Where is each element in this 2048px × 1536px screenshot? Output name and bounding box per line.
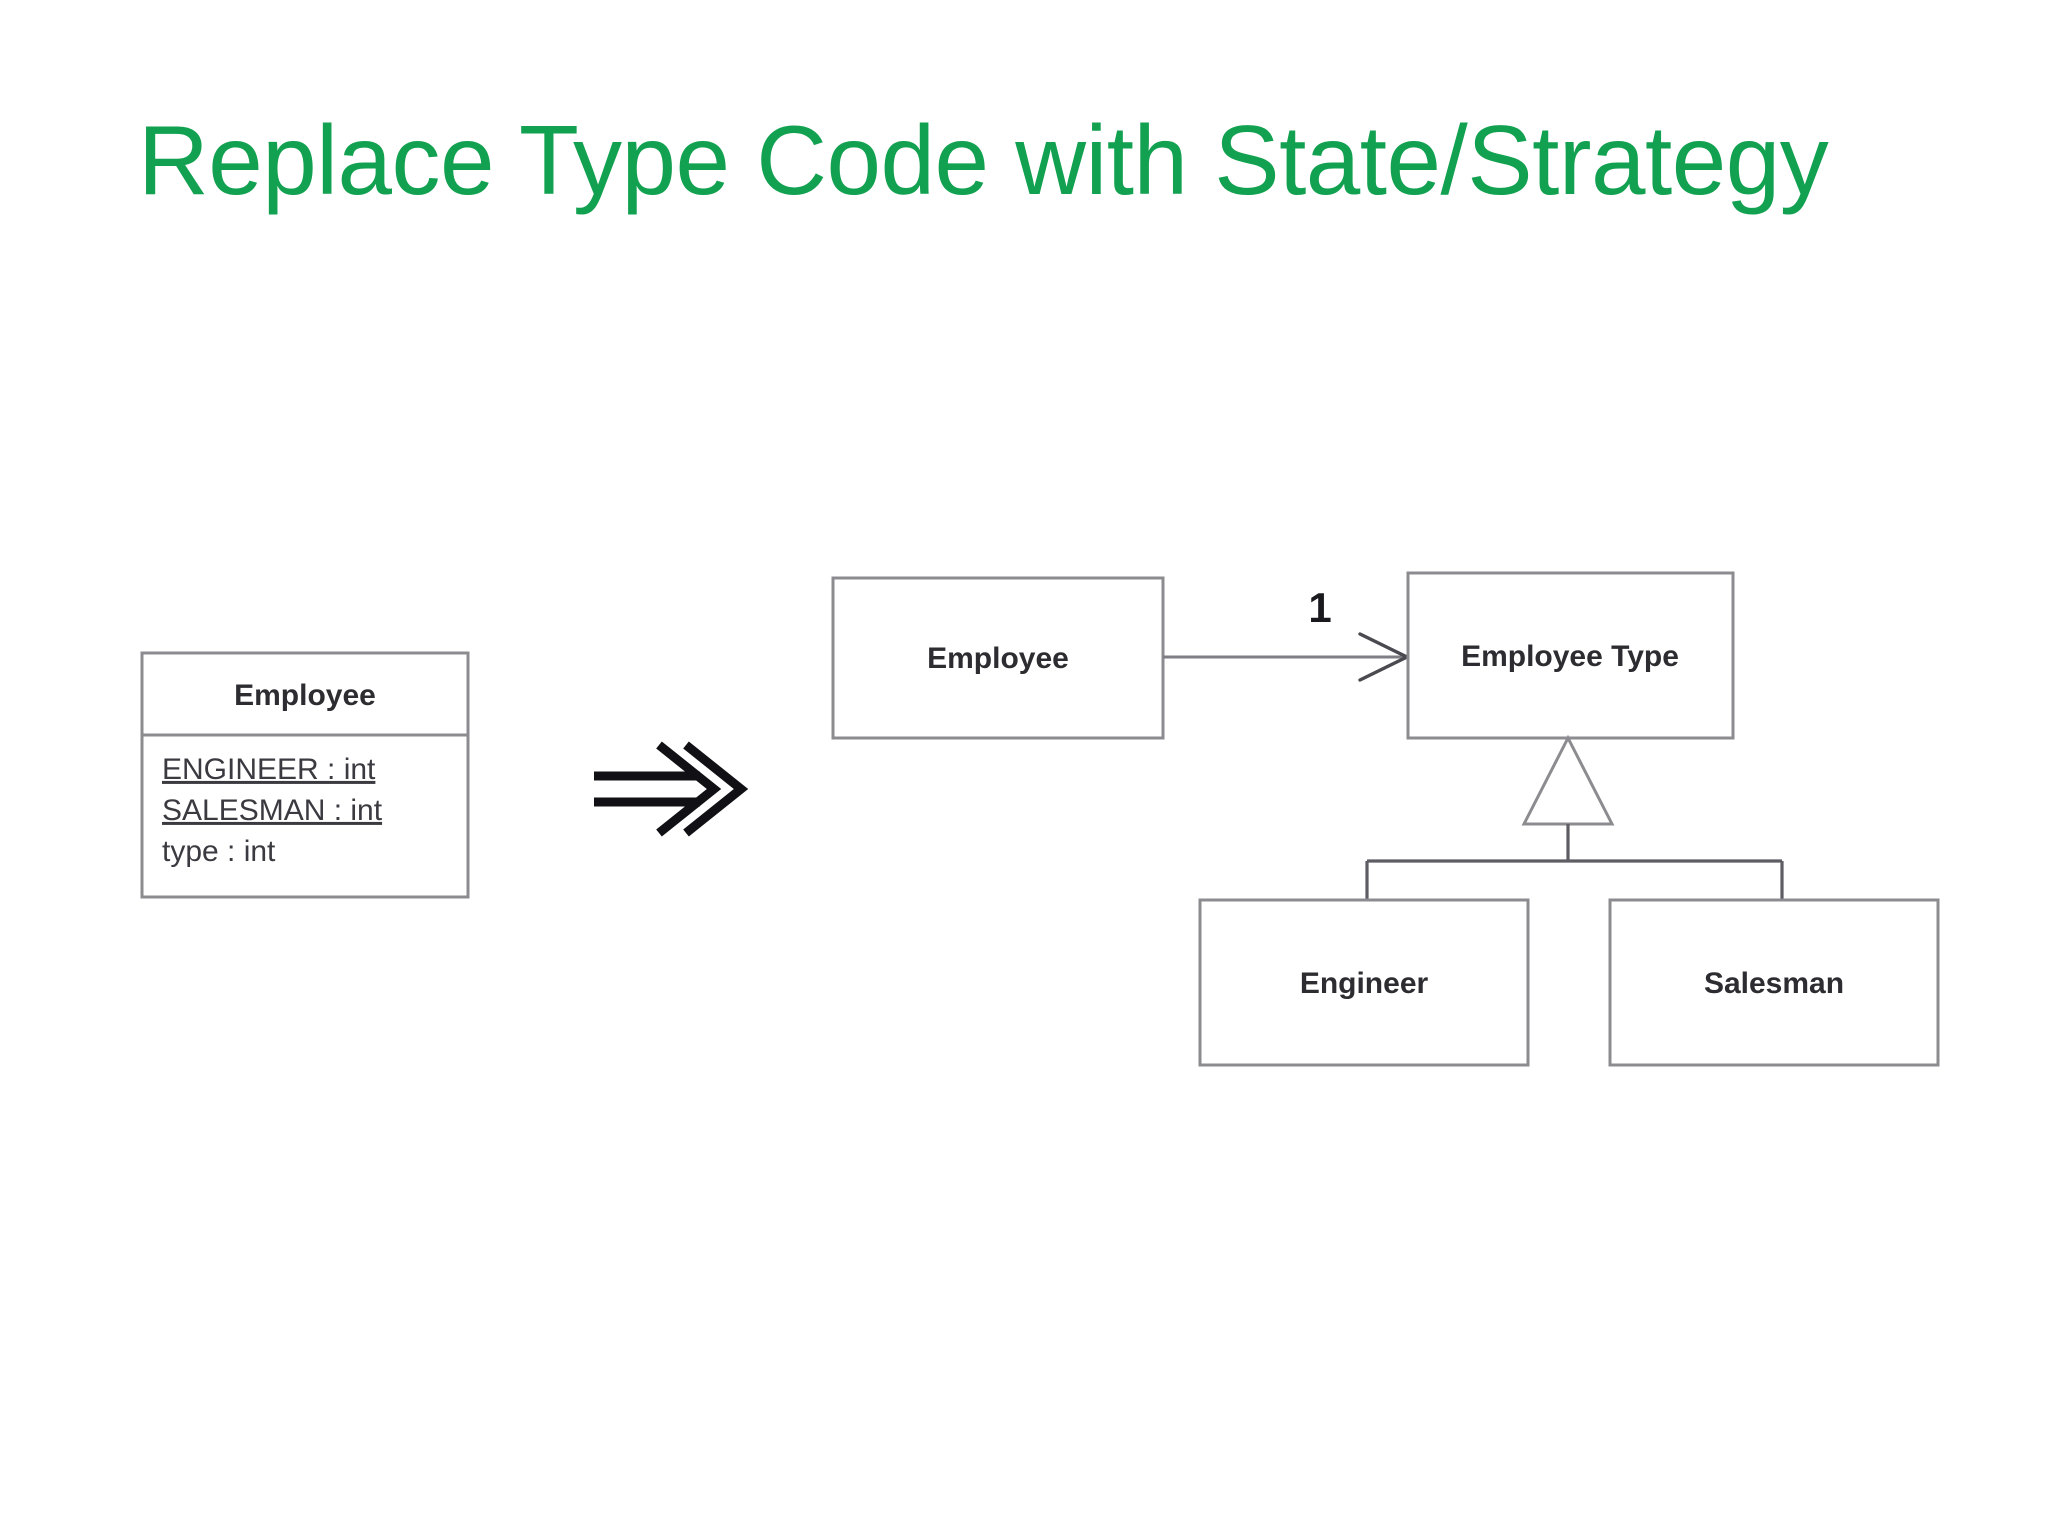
association-multiplicity: 1 [1308, 584, 1331, 631]
after-class-salesman: Salesman [1608, 898, 1940, 1067]
page-title: Replace Type Code with State/Strategy [138, 105, 1829, 215]
association-employee-to-employee-type: 1 [1163, 584, 1411, 682]
salesman-box [1608, 898, 1940, 1067]
attribute-engineer: ENGINEER : int [162, 753, 376, 786]
double-right-arrow-icon [594, 741, 749, 837]
employee-typecode-title: Employee [234, 679, 376, 712]
after-class-employee-type: Employee Type [1406, 571, 1735, 740]
before-class-employee: Employee ENGINEER : int SALESMAN : int t… [140, 651, 470, 899]
engineer-box [1198, 898, 1530, 1067]
hollow-triangle-icon [1521, 734, 1615, 826]
generalization-connector [1365, 734, 1784, 900]
engineer-box-label: Engineer [1300, 967, 1429, 1000]
salesman-box-label: Salesman [1704, 967, 1844, 1000]
employee-typecode-box [140, 651, 470, 899]
attribute-salesman: SALESMAN : int [162, 794, 383, 827]
after-class-engineer: Engineer [1198, 898, 1530, 1067]
employee-box-label: Employee [927, 642, 1069, 675]
employee-type-box-label: Employee Type [1461, 640, 1679, 673]
after-class-employee: Employee [831, 576, 1165, 740]
attribute-type: type : int [162, 835, 276, 868]
employee-type-box [1406, 571, 1735, 740]
